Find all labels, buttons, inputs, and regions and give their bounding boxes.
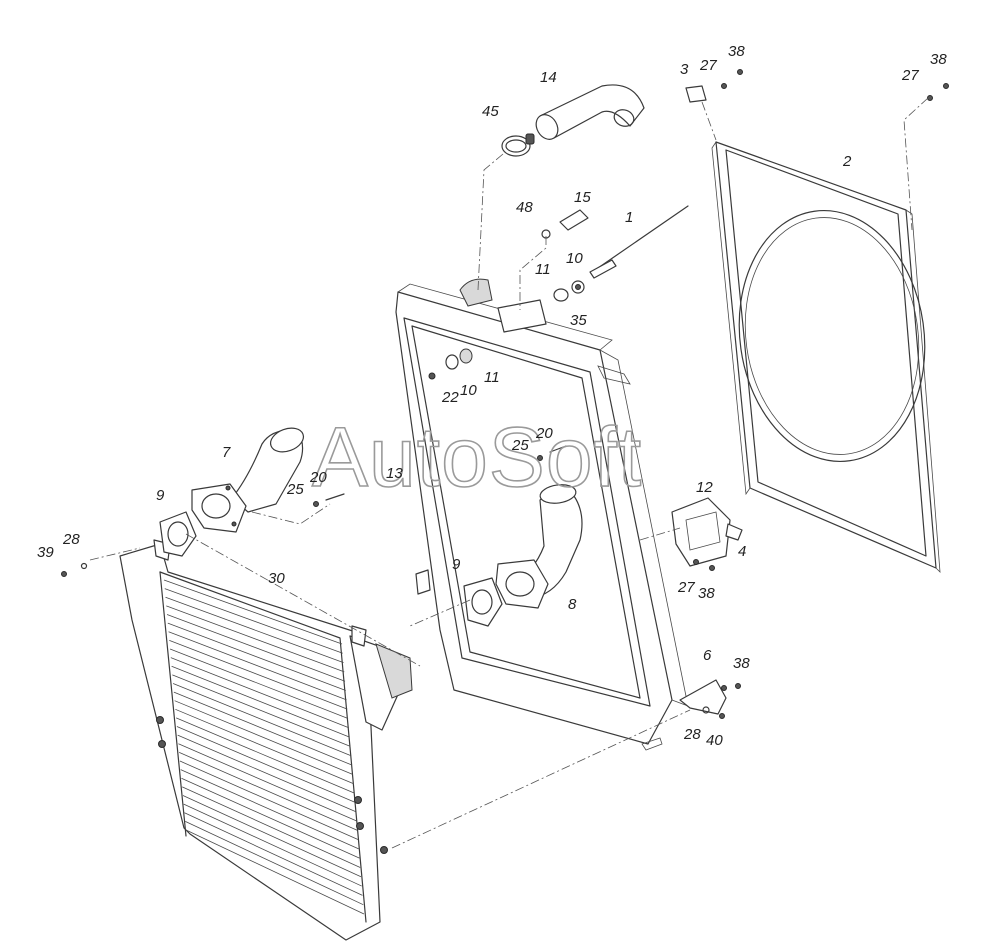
callout-38-bracket3: 38 — [728, 43, 745, 60]
fan-shroud-part-2 — [711, 141, 941, 574]
charge-pipe-part-8 — [495, 484, 583, 609]
callout-3: 3 — [680, 61, 689, 78]
cooler-fin — [185, 829, 365, 915]
clamp-part-45 — [501, 133, 535, 157]
callout-10-frame: 10 — [460, 382, 477, 399]
tube-part-15 — [559, 209, 589, 231]
callout-7: 7 — [222, 444, 231, 461]
callout-10-top: 10 — [566, 250, 583, 267]
cooler-fin — [183, 803, 362, 887]
hose-part-14 — [535, 84, 645, 140]
callout-14: 14 — [540, 69, 557, 86]
cooler-fin — [172, 683, 352, 757]
callouts: 1 2 3 4 6 7 8 9 9 10 10 11 11 12 13 14 1… — [37, 43, 947, 749]
callout-9-center: 9 — [452, 556, 461, 573]
intercooler-core-part-30 — [119, 539, 413, 941]
callout-35: 35 — [570, 312, 587, 329]
callout-4: 4 — [738, 543, 746, 560]
washers-10-11-frame — [428, 348, 473, 380]
cooler-fin — [179, 752, 358, 831]
cooler-fin — [178, 743, 357, 822]
callout-38-bracket6: 38 — [733, 655, 750, 672]
callout-11-top: 11 — [535, 261, 551, 278]
callout-38-right: 38 — [930, 51, 947, 68]
cooler-fin — [180, 769, 359, 850]
callout-28-left: 28 — [62, 531, 80, 548]
callout-22: 22 — [441, 389, 459, 406]
callout-48: 48 — [516, 199, 533, 216]
cooler-fin — [166, 614, 346, 682]
bolt-39-washer-28 — [61, 562, 88, 577]
level-rod-part-1 — [589, 205, 689, 279]
callout-12: 12 — [696, 479, 713, 496]
watermark: AutoSoft — [312, 410, 642, 504]
cooler-fin — [170, 657, 349, 729]
side-bracket-frame — [415, 569, 431, 595]
cooler-fin — [172, 674, 351, 747]
cooler-fin — [185, 821, 364, 906]
cooler-fin — [169, 639, 348, 710]
callout-27-bracket4: 27 — [677, 579, 695, 596]
callout-39: 39 — [37, 544, 54, 561]
bolt-20-and-washer-25-frame — [537, 445, 567, 461]
callout-13: 13 — [386, 465, 403, 482]
cooler-fin — [179, 760, 359, 840]
callout-6: 6 — [703, 647, 712, 664]
cooler-fin — [167, 622, 346, 691]
cooler-fin — [173, 691, 353, 766]
cooler-fin — [184, 812, 363, 896]
callout-25-pipe7: 25 — [286, 481, 304, 498]
callout-8: 8 — [568, 596, 577, 613]
cooler-fin — [175, 708, 354, 785]
radiator-frame-part-35 — [395, 278, 689, 751]
callout-45: 45 — [482, 103, 499, 120]
bracket-part-3 — [685, 69, 949, 103]
callout-1: 1 — [625, 209, 633, 226]
cooler-fin — [174, 700, 353, 775]
bracket-part-12-and-4 — [671, 497, 743, 571]
gasket-part-9-center — [463, 577, 503, 627]
assembly-lines — [89, 97, 929, 849]
callout-40: 40 — [706, 732, 723, 749]
callout-30: 30 — [268, 570, 285, 587]
cooler-fin — [182, 786, 361, 868]
charge-pipe-part-7 — [191, 427, 305, 533]
gasket-part-9-left — [159, 511, 197, 557]
callout-27-right: 27 — [901, 67, 919, 84]
callout-20-frame: 20 — [535, 425, 553, 442]
cooler-fin — [166, 605, 345, 673]
washers-10-11-top — [553, 280, 585, 302]
bracket-part-6 — [679, 679, 741, 719]
cooler-fin — [182, 795, 362, 878]
cooler-fin — [171, 665, 350, 738]
cooler-fin — [181, 777, 360, 859]
callout-11-frame: 11 — [484, 369, 500, 386]
callout-38-bracket4: 38 — [698, 585, 715, 602]
cooler-fin — [163, 579, 343, 645]
cooler-fin — [164, 588, 343, 654]
cooler-fin — [177, 734, 356, 812]
cooler-fins — [163, 579, 365, 915]
callout-9-left: 9 — [156, 487, 165, 504]
cooler-fin — [169, 648, 349, 719]
callout-27-bracket3: 27 — [699, 57, 717, 74]
cooler-fin — [168, 631, 347, 701]
cooler-fin — [176, 726, 356, 803]
cooler-fin — [165, 596, 344, 663]
callout-28-bracket6: 28 — [683, 726, 701, 743]
bolt-20-and-washer-25-pipe7 — [313, 493, 345, 507]
callout-25-frame: 25 — [511, 437, 529, 454]
callout-2: 2 — [842, 153, 852, 170]
callout-15: 15 — [574, 189, 591, 206]
callout-20-pipe7: 20 — [309, 469, 327, 486]
cooler-fin — [175, 717, 355, 794]
